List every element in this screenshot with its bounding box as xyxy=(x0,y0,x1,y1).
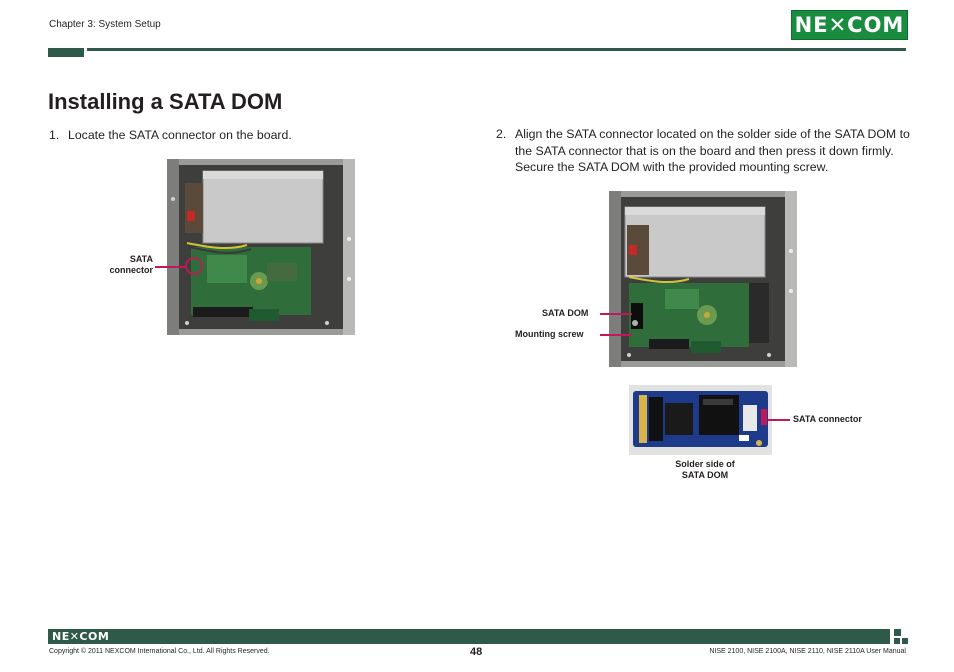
chapter-heading: Chapter 3: System Setup xyxy=(49,19,161,30)
footer-copyright: Copyright © 2011 NEXCOM International Co… xyxy=(49,648,270,655)
board-illustration-2 xyxy=(609,191,797,367)
page-number: 48 xyxy=(470,646,483,658)
footer-square-icon xyxy=(894,629,901,636)
mounting-screw-callout xyxy=(600,334,632,336)
footer-manual-title: NISE 2100, NISE 2100A, NISE 2110, NISE 2… xyxy=(709,648,906,655)
sata-connector-label-1: SATA connector xyxy=(109,254,153,275)
footer-bar xyxy=(48,629,890,644)
board-illustration-1 xyxy=(167,159,355,335)
nexcom-logo: NE✕COM xyxy=(791,10,908,40)
footer-logo: NE✕COM xyxy=(52,630,110,643)
step-2-text: Align the SATA connector located on the … xyxy=(515,127,910,174)
step-2-number: 2. xyxy=(496,127,507,141)
mounting-screw-label: Mounting screw xyxy=(515,329,584,339)
header-accent-bar xyxy=(48,48,84,57)
sata-dom-callout xyxy=(600,313,632,315)
solder-side-caption: Solder side of SATA DOM xyxy=(675,459,735,480)
step-1-text: Locate the SATA connector on the board. xyxy=(68,128,292,142)
sata-connector-callout-1 xyxy=(155,266,187,268)
dom-sata-connector-callout xyxy=(768,419,790,421)
page-title: Installing a SATA DOM xyxy=(48,89,283,114)
board-photo-step-2 xyxy=(609,191,797,367)
footer-square-icon xyxy=(902,638,908,644)
header-rule xyxy=(87,48,906,51)
footer-square-icon xyxy=(894,638,900,644)
logo-text: NE✕COM xyxy=(794,13,905,37)
dom-sata-connector-label: SATA connector xyxy=(793,414,862,424)
board-photo-step-1 xyxy=(167,159,355,335)
sata-dom-illustration xyxy=(629,385,772,455)
sata-dom-label: SATA DOM xyxy=(542,308,589,318)
step-1-number: 1. xyxy=(49,128,60,142)
sata-dom-photo xyxy=(629,385,772,455)
